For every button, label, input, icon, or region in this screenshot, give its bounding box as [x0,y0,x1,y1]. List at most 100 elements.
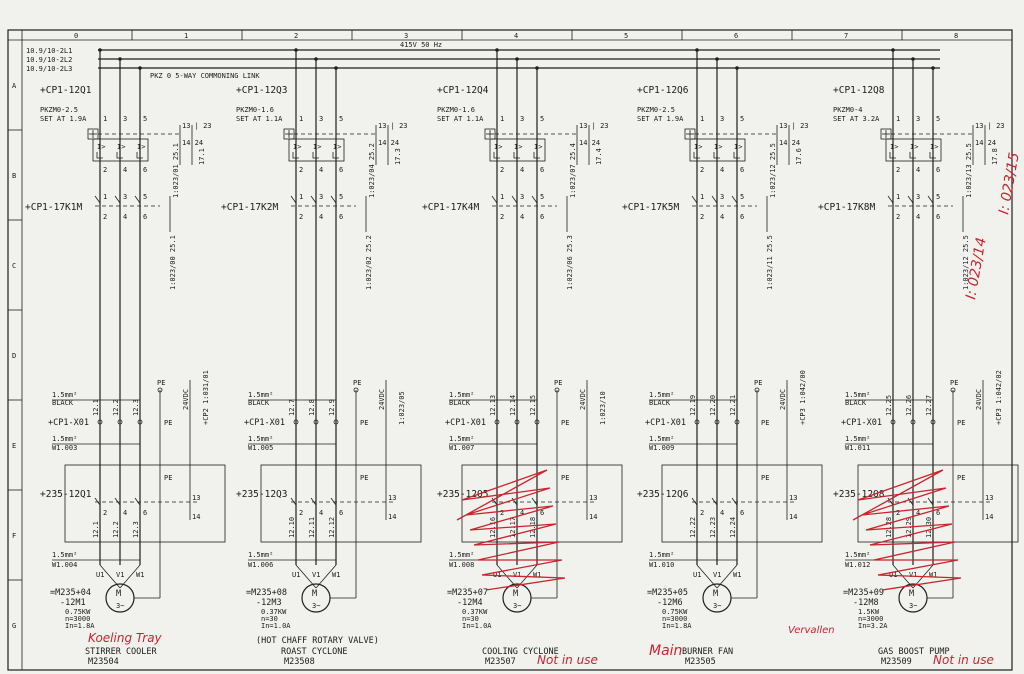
cable-id: W1.008 [449,561,474,569]
bus-junction [911,57,915,61]
terminal-point [694,419,700,425]
terminal-number: 4 [319,509,323,517]
column-label: 4 [514,32,518,40]
control-voltage: 24VDC [378,389,386,410]
isolator-contact [531,497,538,506]
row-label: B [12,172,16,180]
pe-terminal [353,387,359,393]
supply-busbars: 10.9/10-2L1 10.9/10-2L2 10.9/10-2L3 415V… [26,41,940,80]
bus-junction [98,48,102,52]
breaker-setting: SET AT 3.2A [833,115,880,123]
pe-label: PE [761,474,769,482]
control-voltage: 24VDC [579,389,587,410]
terminal-number: 12.7 [288,399,296,416]
motor-terminal: U1 [96,571,104,579]
cable-colour: BLACK [845,399,867,407]
terminal-number: 2 [103,509,107,517]
thermal-symbol [136,152,143,159]
terminal-strip-tag: +CP1-X01 [645,418,686,428]
pe-label: PE [360,474,368,482]
terminal-number: 6 [936,213,940,221]
motor-code: M23504 [88,657,119,667]
motor-location-tag: =M235+09 [843,588,884,598]
terminal-number: 5 [143,193,147,201]
terminal-number: 12.8 [308,399,316,416]
contactor-contact [290,195,297,204]
terminal-point [333,419,339,425]
breaker-type: PKZM0-2.5 [40,106,78,114]
terminal-number: 12.15 [529,395,537,416]
terminal-number: 4 [319,213,323,221]
motor-power: 0.37KW [261,608,287,616]
cable-id: W1.005 [248,444,273,452]
cable-id: W1.007 [449,444,474,452]
terminal-point [313,419,319,425]
cable-size: 1.5mm² [649,551,674,559]
isolator-terminal: 12.2 [112,521,120,538]
motor-location-tag: =M235+04 [50,588,91,598]
terminal-point [117,419,123,425]
motor-phase: 3~ [513,602,521,610]
pe-terminal [754,387,760,393]
terminal-number: 3 [916,193,920,201]
contactor-cross-ref: 1:023/06 25.3 [566,235,574,290]
contactor-contact [511,195,518,204]
motor-phase: 3~ [312,602,320,610]
isolator-contact [134,497,141,506]
isolator-enclosure [64,464,226,543]
motor-terminal: V1 [116,571,124,579]
motor-code: M23505 [685,657,716,667]
pe-label: PE [754,379,762,387]
motor-terminal: W1 [136,571,144,579]
isolator-terminal: 12.23 [709,517,717,538]
bus-junction [695,48,699,52]
terminal-number: 4 [123,166,127,174]
bus-junction [735,66,739,70]
terminal-number: 3 [319,115,323,123]
aux-contact-ref: 17.1 [198,148,206,165]
aux-terminal: 13 [589,494,597,502]
pe-label: PE [561,419,569,427]
bus-junction [314,57,318,61]
terminal-point [534,419,540,425]
thermal-symbol [312,152,319,159]
terminal-number: 2 [700,213,704,221]
row-label: C [12,262,16,270]
motor-id: -12M3 [256,598,282,608]
terminal-number: 12.26 [905,395,913,416]
isolator-tag: +235-12Q1 [40,489,92,500]
motor-terminal: W1 [929,571,937,579]
terminal-number: 5 [143,115,147,123]
terminal-number: 2 [299,509,303,517]
terminal-number: 3 [123,115,127,123]
motor-description: ROAST CYCLONE [281,647,348,657]
breaker-setting: SET AT 1.9A [637,115,684,123]
terminal-number: 2 [299,166,303,174]
pe-terminal [950,387,956,393]
aux-terminal: 13 [789,494,797,502]
terminal-number: 1 [299,193,303,201]
pe-label: PE [950,379,958,387]
terminal-point [514,419,520,425]
cable-id: W1.010 [649,561,674,569]
terminal-number: 6 [339,166,343,174]
isolator-terminal: 12.11 [308,517,316,538]
isolator-terminal: 12.10 [288,517,296,538]
terminal-number: 1 [299,115,303,123]
cable-colour: BLACK [52,399,74,407]
aux-terminal: 14 24 [779,139,800,147]
contactor-contact [887,195,894,204]
isolator-enclosure [661,464,823,543]
terminal-number: 3 [720,115,724,123]
terminal-number: 6 [740,213,744,221]
motor-code: M23508 [284,657,315,667]
motor-power: 0.75KW [662,608,688,616]
isolator-contact [731,497,738,506]
row-label: D [12,352,16,360]
breaker-tag: +CP1-12Q8 [833,85,885,96]
control-supply-ref: 1:023/05 [398,391,406,425]
isolator-contact [114,497,121,506]
motor-id: -12M4 [457,598,483,608]
isolator-terminal: 12.28 [885,517,893,538]
